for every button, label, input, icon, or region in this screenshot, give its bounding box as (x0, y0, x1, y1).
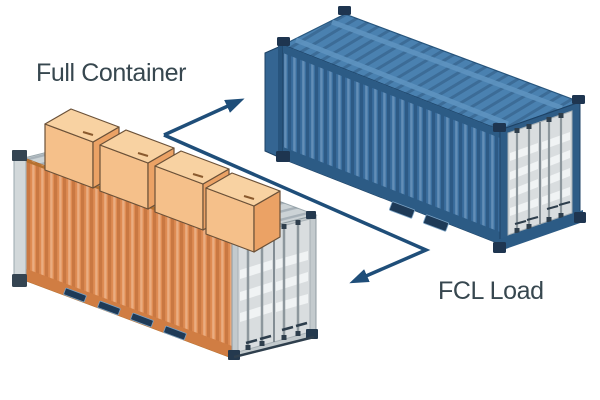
label-full-container: Full Container (36, 59, 186, 87)
blue-door-sill (497, 210, 583, 252)
blue-corner-castings (276, 6, 586, 253)
orange-corner-post (13, 151, 27, 287)
box-tape-mark (243, 195, 255, 200)
orange-lock-rods (246, 222, 300, 349)
blue-side-corrugation (283, 45, 500, 244)
cargo-boxes (44, 108, 281, 253)
orange-top-casting (12, 150, 27, 161)
blue-roof-rails (295, 19, 563, 127)
cargo-box-4 (205, 172, 281, 253)
box-tape-mark (137, 152, 149, 157)
blue-door-handles (514, 200, 571, 226)
blue-roof-corrugation (283, 14, 580, 130)
arrow-to-orange-container (163, 133, 431, 284)
arrow-to-blue-container (163, 98, 245, 137)
orange-bottom-casting (12, 274, 27, 287)
blue-container-illustration (264, 6, 586, 253)
blue-rod-caps (514, 113, 564, 233)
box-tape-mark (192, 173, 204, 178)
blue-top-rail (283, 45, 500, 138)
orange-vent-slots (63, 287, 187, 341)
blue-forklift-pockets (389, 201, 449, 232)
orange-side-corrugation (24, 158, 232, 358)
orange-door-handles (245, 321, 308, 345)
label-fcl-load: FCL Load (438, 277, 544, 305)
blue-lock-rods (515, 115, 563, 232)
blue-bottom-rail (283, 147, 500, 244)
box-tape-mark (82, 131, 94, 136)
orange-door-sill (233, 335, 315, 359)
blue-door-end (497, 101, 583, 252)
bidirectional-flow-arrow (163, 98, 431, 284)
